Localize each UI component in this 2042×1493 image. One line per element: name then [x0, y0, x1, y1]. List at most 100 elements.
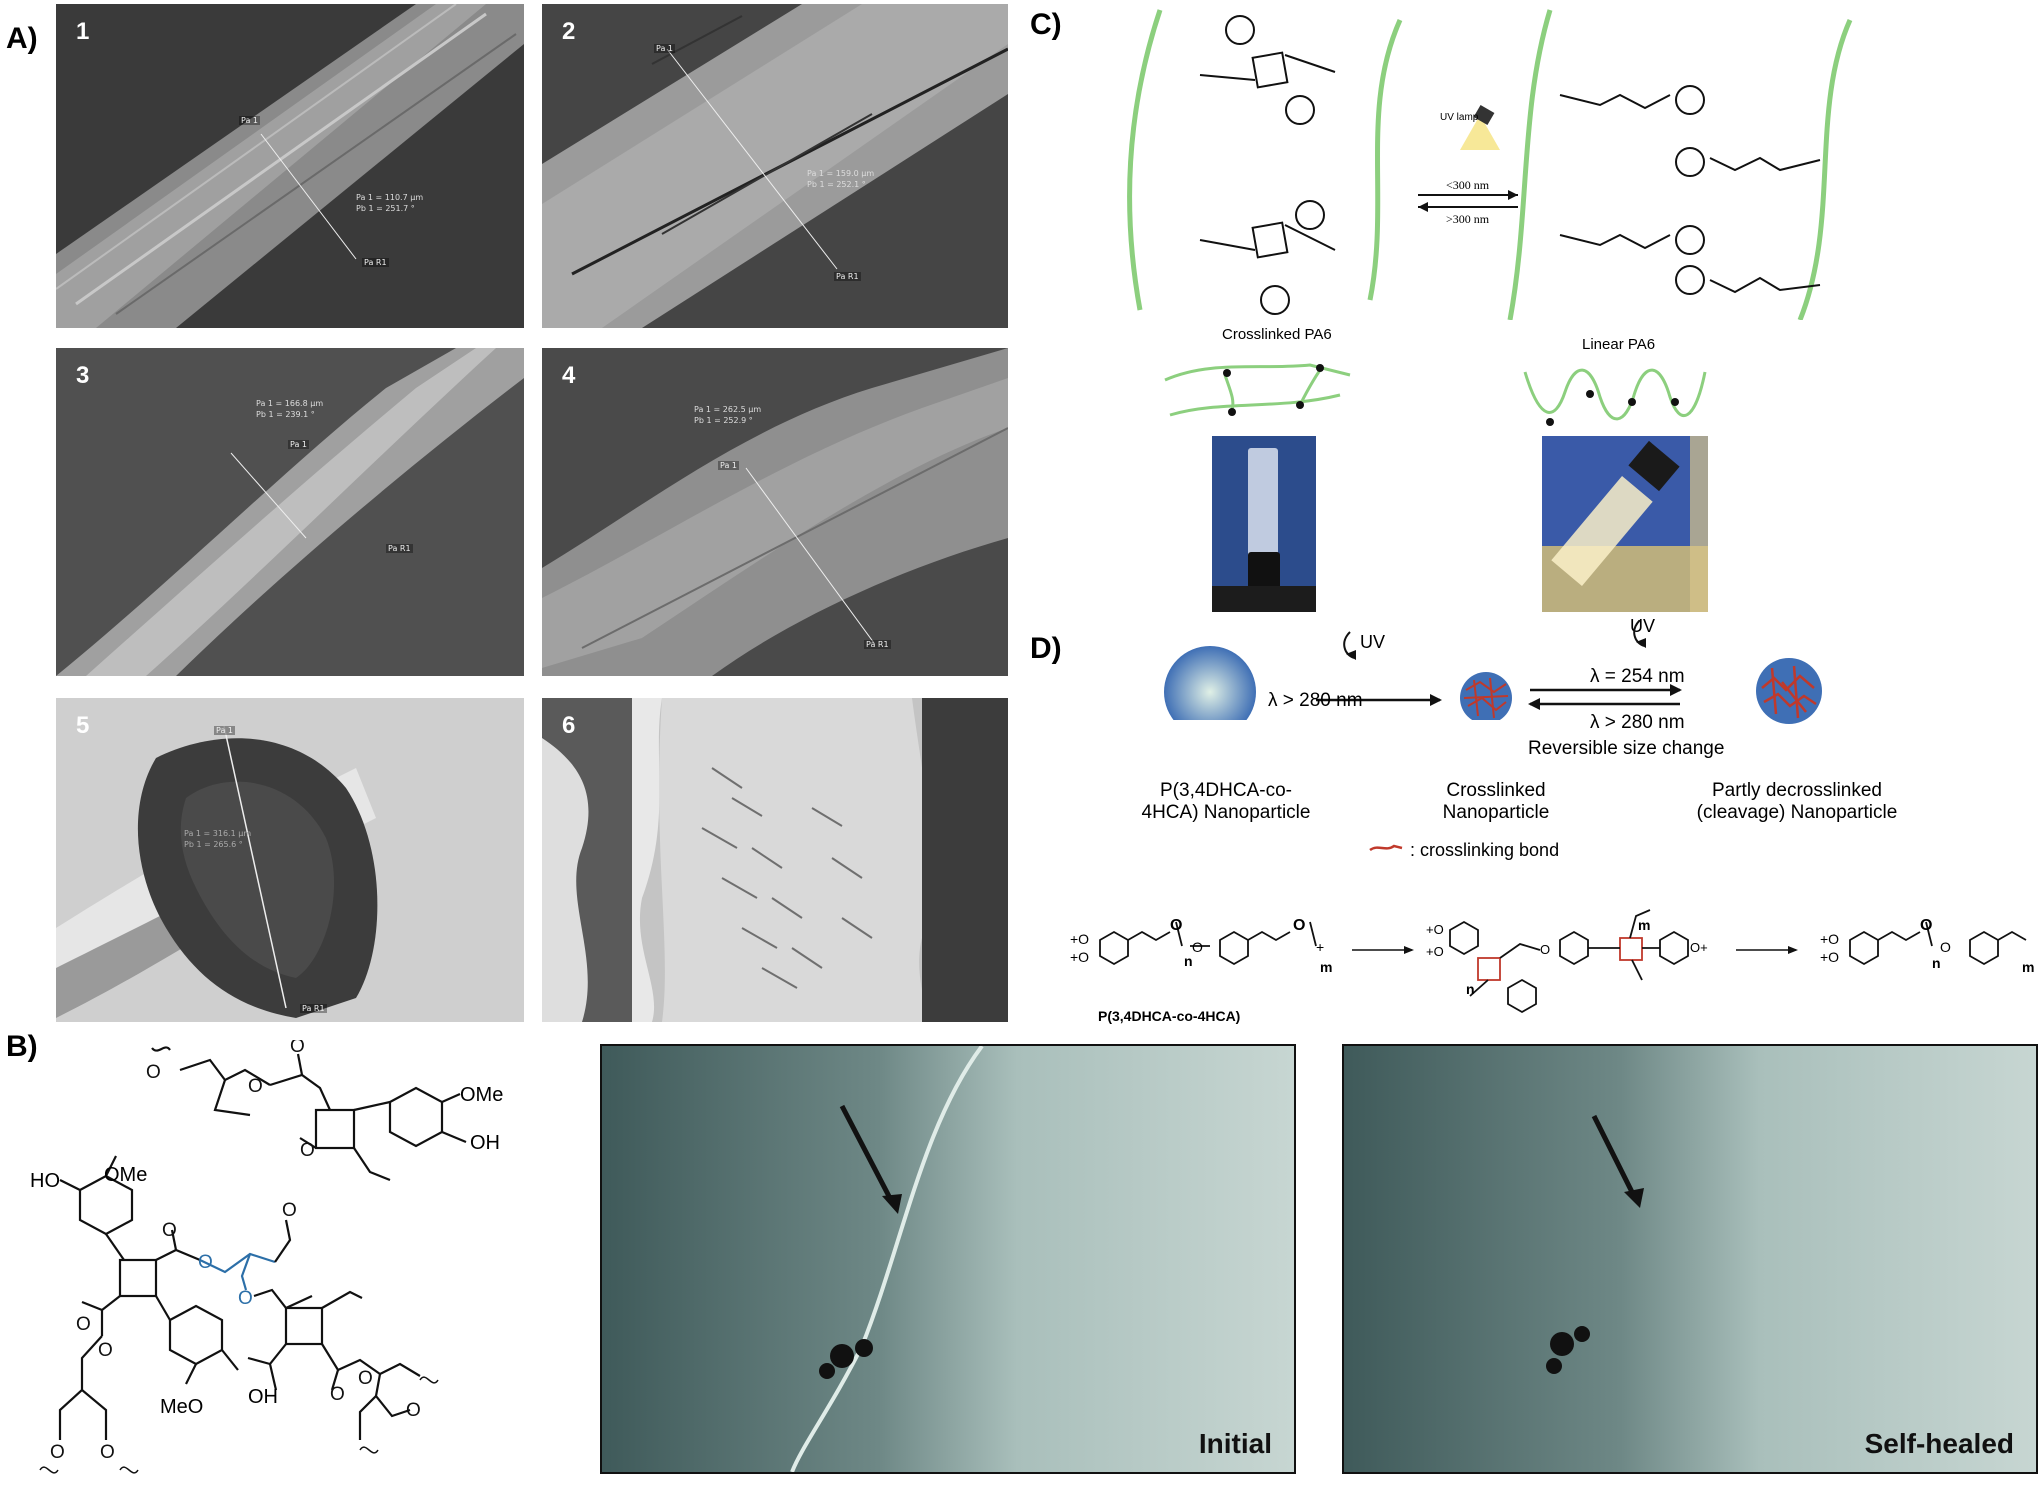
ho-label-2: HO [30, 1170, 60, 1192]
svg-text:+O: +O [1426, 922, 1444, 937]
sem-marker-pa-5: Pa 1 [214, 726, 235, 735]
np3-caption-line1: Partly decrosslinked [1711, 780, 1883, 801]
healed-pointer-arrow [1591, 1114, 1637, 1198]
sem-image-6: 6 [542, 698, 1008, 1022]
svg-text:+O: +O [1070, 949, 1089, 965]
sem-cross-section-5 [56, 698, 524, 1022]
green-chain-4 [1797, 18, 1853, 320]
sem-marker-pb-5: Pa R1 [300, 1004, 327, 1013]
pa6-scheme [1127, 9, 1853, 320]
sem-marker-pa-3: Pa 1 [288, 440, 309, 449]
svg-text:+: + [1316, 939, 1324, 955]
uv-label-1: UV [1360, 632, 1386, 652]
sem-marker-pb-4: Pa R1 [864, 640, 891, 649]
svg-text:O: O [1192, 939, 1203, 955]
np3-caption-line2: (cleavage) Nanoparticle [1696, 802, 1898, 823]
sem-measurement-3: Pa 1 = 166.8 μm Pb 1 = 239.1 ° [256, 399, 324, 419]
panel-label-b: B) [6, 1030, 38, 1063]
sem-image-3: 3 Pa 1 = 166.8 μm Pb 1 = 239.1 ° Pa 1 Pa… [56, 348, 524, 676]
cyclobutane-crosslink-2 [1199, 200, 1336, 315]
sem-number-2: 2 [562, 18, 576, 45]
crosslinked-network-structure: O O O O O O O O O O O O O O O [39, 1040, 467, 1474]
crosslinked-structure-middle [1449, 909, 1689, 1014]
backward-280-label: λ > 280 nm [1590, 712, 1685, 733]
crosslinked-pa6-label: Crosslinked PA6 [1222, 326, 1332, 343]
np2-caption: Crosslinked Nanoparticle [1396, 780, 1596, 824]
nanoparticle-initial [1164, 646, 1256, 720]
arrow1-label: λ > 280 nm [1268, 690, 1363, 711]
svg-text:m: m [1638, 917, 1650, 933]
sem-measurement-5: Pa 1 = 316.1 μm Pb 1 = 265.6 ° [184, 829, 252, 849]
svg-text:n: n [1932, 955, 1941, 971]
monomer-structure-right [1849, 921, 2027, 966]
cinnamamide-pendants [1559, 85, 1821, 295]
panel-label-a: A) [6, 22, 38, 55]
sem-number-1: 1 [76, 18, 90, 45]
svg-text:O: O [282, 1200, 297, 1221]
sem-marker-pb-1: Pa R1 [362, 258, 389, 267]
uv-lamp-label: UV lamp [1440, 112, 1479, 123]
svg-text:O: O [146, 1062, 161, 1083]
svg-text:+O: +O [1820, 949, 1839, 965]
subscript-m-left: m [1320, 959, 1332, 975]
green-chain-3 [1507, 9, 1553, 320]
svg-text:O: O [1293, 917, 1305, 934]
crosslinked-network-schematic [1164, 363, 1351, 417]
sem-image-4: 4 Pa 1 = 262.5 μm Pb 1 = 252.9 ° Pa 1 Pa… [542, 348, 1008, 676]
svg-text:O: O [1920, 917, 1932, 934]
svg-text:O: O [248, 1076, 263, 1097]
svg-text:+O: +O [1426, 944, 1444, 959]
polymer-name-label: P(3,4DHCA-co-4HCA) [1098, 1008, 1241, 1024]
svg-text:O: O [198, 1252, 213, 1273]
linear-pa6-label: Linear PA6 [1582, 336, 1656, 353]
nanoparticle-scheme [1164, 620, 1682, 720]
uv-lamp-icon [1460, 104, 1500, 150]
ome-label-2: OMe [104, 1164, 148, 1186]
sem-marker-pa-2: Pa 1 [654, 44, 675, 53]
sem-marker-pb-3: Pa R1 [386, 544, 413, 553]
decrosslinked-network [1761, 665, 1817, 719]
np2-caption-line2: Nanoparticle [1442, 802, 1550, 823]
sem-measurement-1: Pa 1 = 110.7 μm Pb 1 = 251.7 ° [356, 193, 424, 213]
vial-photo-linear [1542, 436, 1708, 612]
svg-text:O: O [98, 1340, 113, 1361]
oh-label-3: OH [248, 1386, 278, 1408]
svg-text:O: O [358, 1368, 373, 1389]
svg-text:O: O [300, 1140, 315, 1161]
nanoparticle-decrosslinked [1756, 658, 1822, 724]
sem-marker-pa-4: Pa 1 [718, 461, 739, 470]
sem-measurement-4: Pa 1 = 262.5 μm Pb 1 = 252.9 ° [694, 405, 762, 425]
svg-text:m: m [2022, 959, 2034, 975]
sem-fiber-4 [542, 348, 1008, 676]
sem-number-5: 5 [76, 712, 90, 739]
svg-text:O: O [330, 1384, 345, 1405]
sem-image-5: 5 Pa 1 = 316.1 μm Pb 1 = 265.6 ° Pa 1 Pa… [56, 698, 524, 1022]
monomer-structure-left [1099, 921, 1317, 966]
np2-caption-line1: Crosslinked [1446, 780, 1546, 801]
micrograph-initial: Initial [600, 1044, 1296, 1474]
crack-line [790, 1046, 984, 1472]
forward-254-label: λ = 254 nm [1590, 666, 1685, 687]
sem-number-6: 6 [562, 712, 576, 739]
micrograph-healed-features [1546, 1114, 1644, 1374]
sem-image-1: 1 Pa 1 = 110.7 μm Pb 1 = 251.7 ° Pa 1 Pa… [56, 4, 524, 328]
subscript-n-left: n [1184, 953, 1193, 969]
oh-label-1: OH [470, 1132, 500, 1154]
svg-text:O: O [1170, 917, 1182, 934]
micrograph-initial-features [790, 1046, 984, 1472]
reversible-size-label: Reversible size change [1528, 738, 1725, 759]
np1-caption: P(3,4DHCA-co- 4HCA) Nanoparticle [1126, 780, 1326, 824]
svg-text:O: O [1540, 942, 1550, 957]
polymer-reaction-scheme: O O +O +O O + n m +O +O O n m O+ +O +O O… [1070, 909, 2034, 1014]
svg-text:O: O [290, 1040, 305, 1057]
sem-cross-section-6 [542, 698, 1008, 1022]
micrograph-label-initial: Initial [1198, 1428, 1272, 1459]
vial-photo-crosslinked [1212, 436, 1316, 612]
sem-number-4: 4 [562, 362, 576, 389]
sem-marker-pa-1: Pa 1 [239, 116, 260, 125]
svg-text:O: O [76, 1314, 91, 1335]
np1-caption-line1: P(3,4DHCA-co- [1160, 780, 1292, 801]
green-chain-1 [1127, 9, 1163, 311]
backward-wavelength-label: >300 nm [1446, 212, 1490, 226]
meo-label-3: MeO [160, 1396, 204, 1418]
